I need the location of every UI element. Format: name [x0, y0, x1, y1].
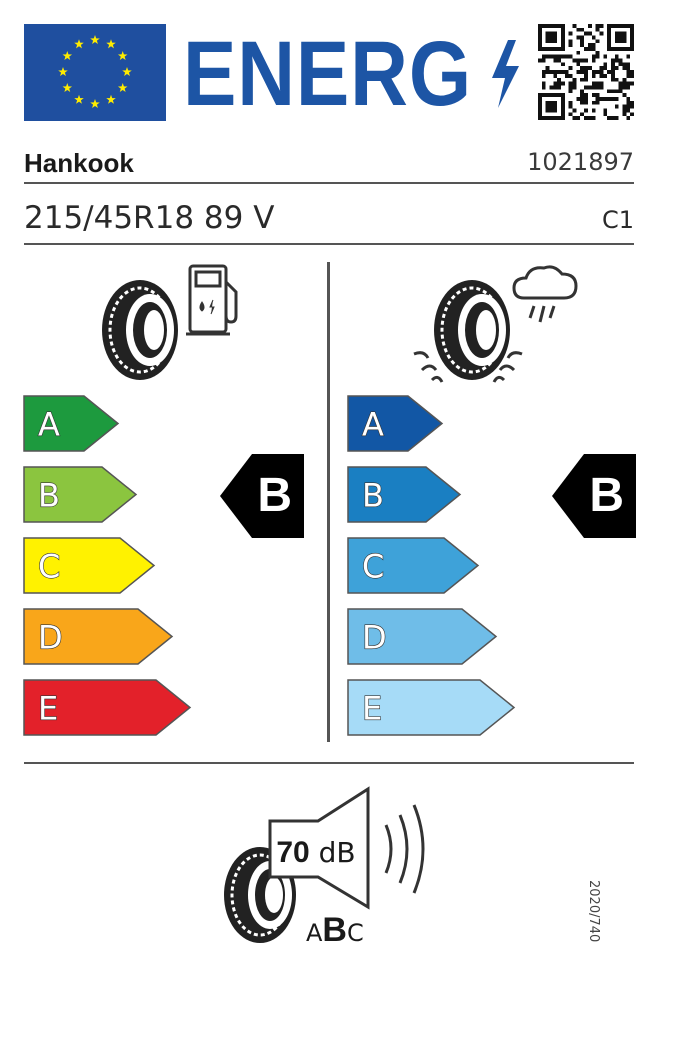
fuel-class-label-e: E	[38, 690, 58, 728]
speaker-icon	[268, 786, 370, 910]
wet-class-label-a: A	[362, 406, 384, 444]
tyre-noise-icon	[224, 786, 425, 943]
rain-cloud-icon	[512, 265, 578, 323]
eu-star-icon	[117, 83, 128, 93]
wet-grip-rating-letter: B	[589, 469, 624, 522]
tyre-fuel-pump-icon	[102, 264, 238, 380]
noise-value: 70 dB	[270, 833, 362, 873]
water-splash-icon	[413, 351, 523, 383]
tyre-icon	[434, 280, 510, 380]
wet-class-bar-d	[347, 608, 498, 665]
divider	[24, 762, 634, 764]
sound-waves-icon	[384, 804, 425, 894]
lightning-bolt-icon	[492, 40, 519, 108]
brand-name: Hankook	[24, 148, 134, 178]
wet-class-bar-c	[347, 537, 480, 594]
article-number: 1021897	[527, 148, 634, 176]
fuel-class-label-b: B	[38, 477, 60, 515]
qr-code[interactable]	[538, 24, 634, 120]
noise-class-b: B	[322, 911, 347, 949]
eu-star-icon	[62, 51, 73, 61]
wet-class-label-c: C	[362, 548, 384, 586]
wet-class-label-b: B	[362, 477, 384, 515]
noise-class-scale: ABC	[306, 912, 364, 951]
eu-star-icon	[90, 99, 100, 109]
eu-star-icon	[62, 83, 73, 93]
fuel-class-bar-e	[23, 679, 192, 736]
eu-star-icon	[122, 67, 132, 77]
eu-star-icon	[74, 39, 84, 49]
fuel-class-bar-c	[23, 537, 156, 594]
column-divider	[327, 262, 330, 742]
eu-flag-logo	[24, 24, 166, 121]
fuel-class-label-a: A	[38, 406, 60, 444]
wet-class-bar-a	[347, 395, 444, 452]
noise-class-a: A	[306, 919, 323, 947]
fuel-class-label-c: C	[38, 548, 60, 586]
wet-class-label-e: E	[362, 690, 382, 728]
fuel-efficiency-rating: B	[220, 454, 304, 538]
tyre-rain-cloud-icon	[413, 265, 578, 383]
eu-star-icon	[117, 51, 128, 61]
eu-star-icon	[106, 94, 116, 104]
wet-class-bar-e	[347, 679, 516, 736]
eu-star-icon	[90, 35, 100, 45]
fuel-class-label-d: D	[38, 619, 63, 657]
fuel-class-bar-a	[23, 395, 120, 452]
noise-unit: dB	[318, 836, 356, 869]
fuel-class-bar-d	[23, 608, 174, 665]
regulation-number: 2020/740	[586, 880, 601, 943]
divider	[24, 243, 634, 245]
fuel-pump-icon	[186, 264, 238, 336]
fuel-class-bar-b	[23, 466, 138, 523]
eu-star-icon	[58, 67, 68, 77]
tyre-icon	[102, 280, 178, 380]
noise-class-c: C	[346, 919, 364, 947]
wet-grip-rating: B	[552, 454, 636, 538]
energy-title: ENERG	[183, 23, 472, 125]
fuel-efficiency-rating-letter: B	[257, 469, 292, 522]
noise-db-number: 70	[276, 836, 310, 869]
wet-class-label-d: D	[362, 619, 387, 657]
eu-star-icon	[74, 94, 84, 104]
divider	[24, 182, 634, 184]
eu-star-icon	[106, 39, 116, 49]
tyre-class: C1	[601, 206, 634, 234]
wet-class-bar-b	[347, 466, 462, 523]
tyre-size: 215/45R18 89 V	[24, 200, 275, 236]
